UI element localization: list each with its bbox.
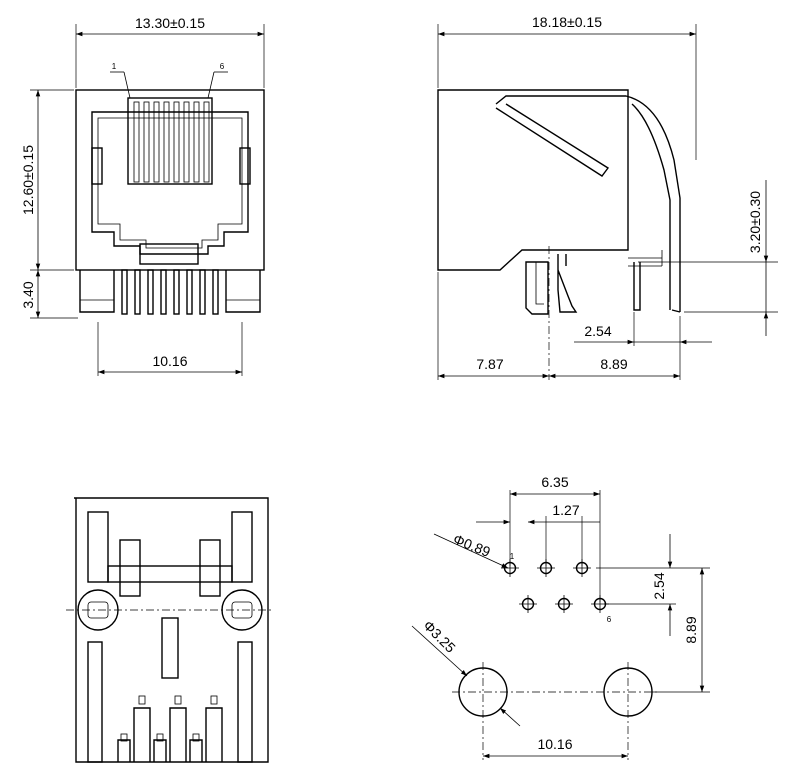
front-leg-left [79,270,115,313]
bottom-pin-short [117,739,131,762]
label-front-height: 12.60±0.15 [20,145,36,215]
label-front-pin-6: 6 [220,62,225,71]
bottom-pin-long [169,707,187,762]
label-pin-depth: 3.20±0.30 [747,191,763,253]
bottom-pin-long [205,707,223,762]
side-view: 18.18±0.15 3.20±0.30 7.87 8.89 2.54 [437,14,778,380]
bottom-slot-right [237,641,253,763]
side-pin-long [633,262,641,311]
front-contact [203,101,210,183]
front-pins [121,269,219,315]
front-contact [183,101,190,183]
label-fp-pin-6: 6 [607,615,612,624]
side-housing [437,89,629,271]
label-fp-row-spacing: 2.54 [651,572,667,599]
front-pin [173,269,180,315]
front-view: 13.30±0.15 12.60±0.15 3.40 10.16 1 6 [20,15,265,376]
front-contact-block [127,97,213,185]
label-fp-pitch: 1.27 [552,502,579,518]
bottom-post-left [119,539,141,597]
bottom-rib-right [231,511,253,583]
front-contact [153,101,160,183]
front-key-tab [139,243,199,265]
bottom-pin-tip [210,695,218,705]
label-side-length: 18.18±0.15 [532,14,602,30]
bottom-pins [117,695,223,762]
label-fp-hole-dia: Φ0.89 [451,531,493,560]
front-contact [193,101,200,183]
front-pin [147,269,154,315]
bottom-center-slot [161,617,179,679]
dim-fp-hole-dia [433,533,509,569]
bottom-view [66,497,274,763]
bottom-pin-short [189,739,203,762]
side-spring-outer [495,95,681,312]
bottom-pin-tip [138,695,146,705]
bottom-pin-tip [192,733,200,742]
front-contacts [133,101,210,183]
pcb-footprint: 6.35 1.27 Φ0.89 1 6 2.54 8.89 Φ3.25 10.1… [411,474,710,760]
front-contact [173,101,180,183]
side-peg [525,261,549,315]
bottom-rib-left [87,511,109,583]
front-pin [160,269,167,315]
label-fp-pin-1: 1 [510,552,515,561]
front-port-outer [91,111,249,255]
front-housing [75,89,265,271]
front-latch-left [91,147,103,185]
label-fp-peg-offset: 8.89 [683,616,699,643]
label-pin-spacing: 8.89 [600,356,627,372]
bottom-pin-tip [120,733,128,742]
label-pin-offset: 7.87 [476,356,503,372]
bottom-housing [74,497,269,763]
front-contact [133,101,140,183]
label-fp-peg-dia: Φ3.25 [420,617,459,656]
bottom-post-right [199,539,221,597]
label-front-width: 13.30±0.15 [135,15,205,31]
side-spring-blade [495,103,610,177]
bottom-pin-long [133,707,151,762]
front-pin [199,269,206,315]
label-pin-pitch: 2.54 [584,323,611,339]
front-pin [212,269,219,315]
front-latch-right [239,147,251,185]
side-spring-inner [631,103,671,310]
bottom-pin-tip [174,695,182,705]
front-port-inner [97,117,243,249]
bottom-slot-left [87,641,103,763]
bottom-crossbar [107,565,233,583]
label-front-pin-1: 1 [112,62,117,71]
label-pin-span: 10.16 [152,353,187,369]
front-pin [186,269,193,315]
dim-fp-peg-dia [411,625,468,677]
bottom-pin-short [153,739,167,762]
label-fp-peg-span: 10.16 [537,736,572,752]
label-pin-height: 3.40 [20,281,36,308]
fp-pin-holes [501,559,609,613]
front-pin [121,269,128,315]
label-fp-row-span: 6.35 [541,474,568,490]
front-contact [163,101,170,183]
front-contact [143,101,150,183]
front-pin [134,269,141,315]
side-pin-short [557,269,578,313]
front-leg-right [225,270,261,313]
bottom-pin-tip [156,733,164,742]
